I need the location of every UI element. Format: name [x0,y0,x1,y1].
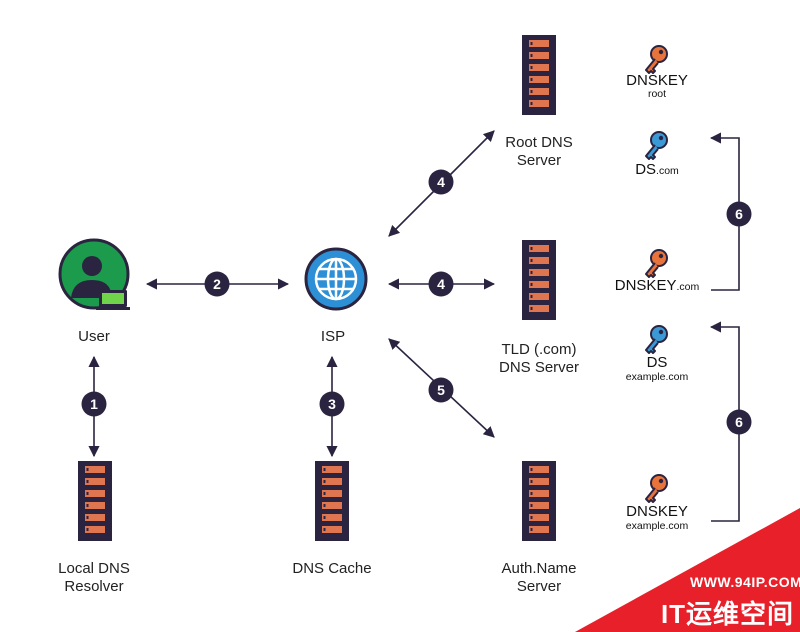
dnskey-root-sub: root [647,88,667,100]
dnskey-com-sub: .com [676,281,700,293]
step-badge-1: 1 [81,391,107,417]
svg-text:6: 6 [735,206,743,222]
local-resolver-label-line2: Resolver [64,578,124,595]
isp-label: ISP [320,328,346,345]
local-resolver-label: Local DNS Resolver [34,560,154,596]
root-server-label: Root DNS Server [479,134,599,170]
svg-text:2: 2 [213,276,221,292]
dnskey-com-key-icon [645,249,668,278]
ds-com-main: DS [635,161,657,178]
ds-example-label: DS example.com [597,354,717,384]
dnskey-root-label: DNSKEY root [607,73,707,100]
dnskey-com-main: DNSKEY [614,277,677,294]
step-badge-6-top: 6 [726,201,752,227]
watermark-url: WWW.94IP.COM [690,574,800,590]
svg-text:4: 4 [437,276,445,292]
root-server-label-line1: Root DNS [505,134,573,151]
dnskey-example-sub: example.com [625,520,689,532]
tld-server-icon [522,240,556,320]
local-resolver-server-icon [78,461,112,541]
ds-example-main: DS [646,354,668,371]
ds-com-sub: .com [656,165,679,177]
auth-server-label-line2: Server [516,578,562,595]
svg-text:4: 4 [437,174,445,190]
tld-server-label-line2: DNS Server [498,359,580,376]
tld-server-label: TLD (.com) DNS Server [479,341,599,377]
dnskey-example-key-icon [645,474,668,503]
svg-text:6: 6 [735,414,743,430]
svg-text:5: 5 [437,382,445,398]
ds-example-key-icon [645,325,668,354]
root-server-icon [522,35,556,115]
auth-server-icon [522,461,556,541]
dnskey-com-label: DNSKEY.com [597,278,717,295]
step-badge-2: 2 [204,271,230,297]
watermark-banner [575,508,800,632]
local-resolver-label-line1: Local DNS [58,560,130,577]
auth-server-label: Auth.Name Server [479,560,599,596]
dnskey-example-label: DNSKEY example.com [597,503,717,533]
tld-server-label-line1: TLD (.com) [501,341,577,358]
root-server-label-line2: Server [516,152,562,169]
step-badge-5: 5 [428,377,454,403]
dnskey-root-key-icon [645,45,668,74]
dns-cache-server-icon [315,461,349,541]
svg-text:1: 1 [90,396,98,412]
svg-text:3: 3 [328,396,336,412]
dnskey-root-main: DNSKEY [626,72,688,89]
user-label: User [78,328,110,345]
ds-com-key-icon [645,131,668,160]
user-icon [58,238,130,310]
step-badge-4-tld: 4 [428,271,454,297]
auth-server-label-line1: Auth.Name [501,560,577,577]
watermark-brand: IT运维空间 [660,599,795,629]
dns-cache-label: DNS Cache [292,560,372,577]
step-badge-3: 3 [319,391,345,417]
ds-example-sub: example.com [625,371,689,383]
ds-com-label: DS.com [607,162,707,179]
arrows [88,130,740,522]
step-badge-4-root: 4 [428,169,454,195]
dnskey-example-main: DNSKEY [626,503,688,520]
step-badge-6-bottom: 6 [726,409,752,435]
globe-icon [304,247,368,311]
